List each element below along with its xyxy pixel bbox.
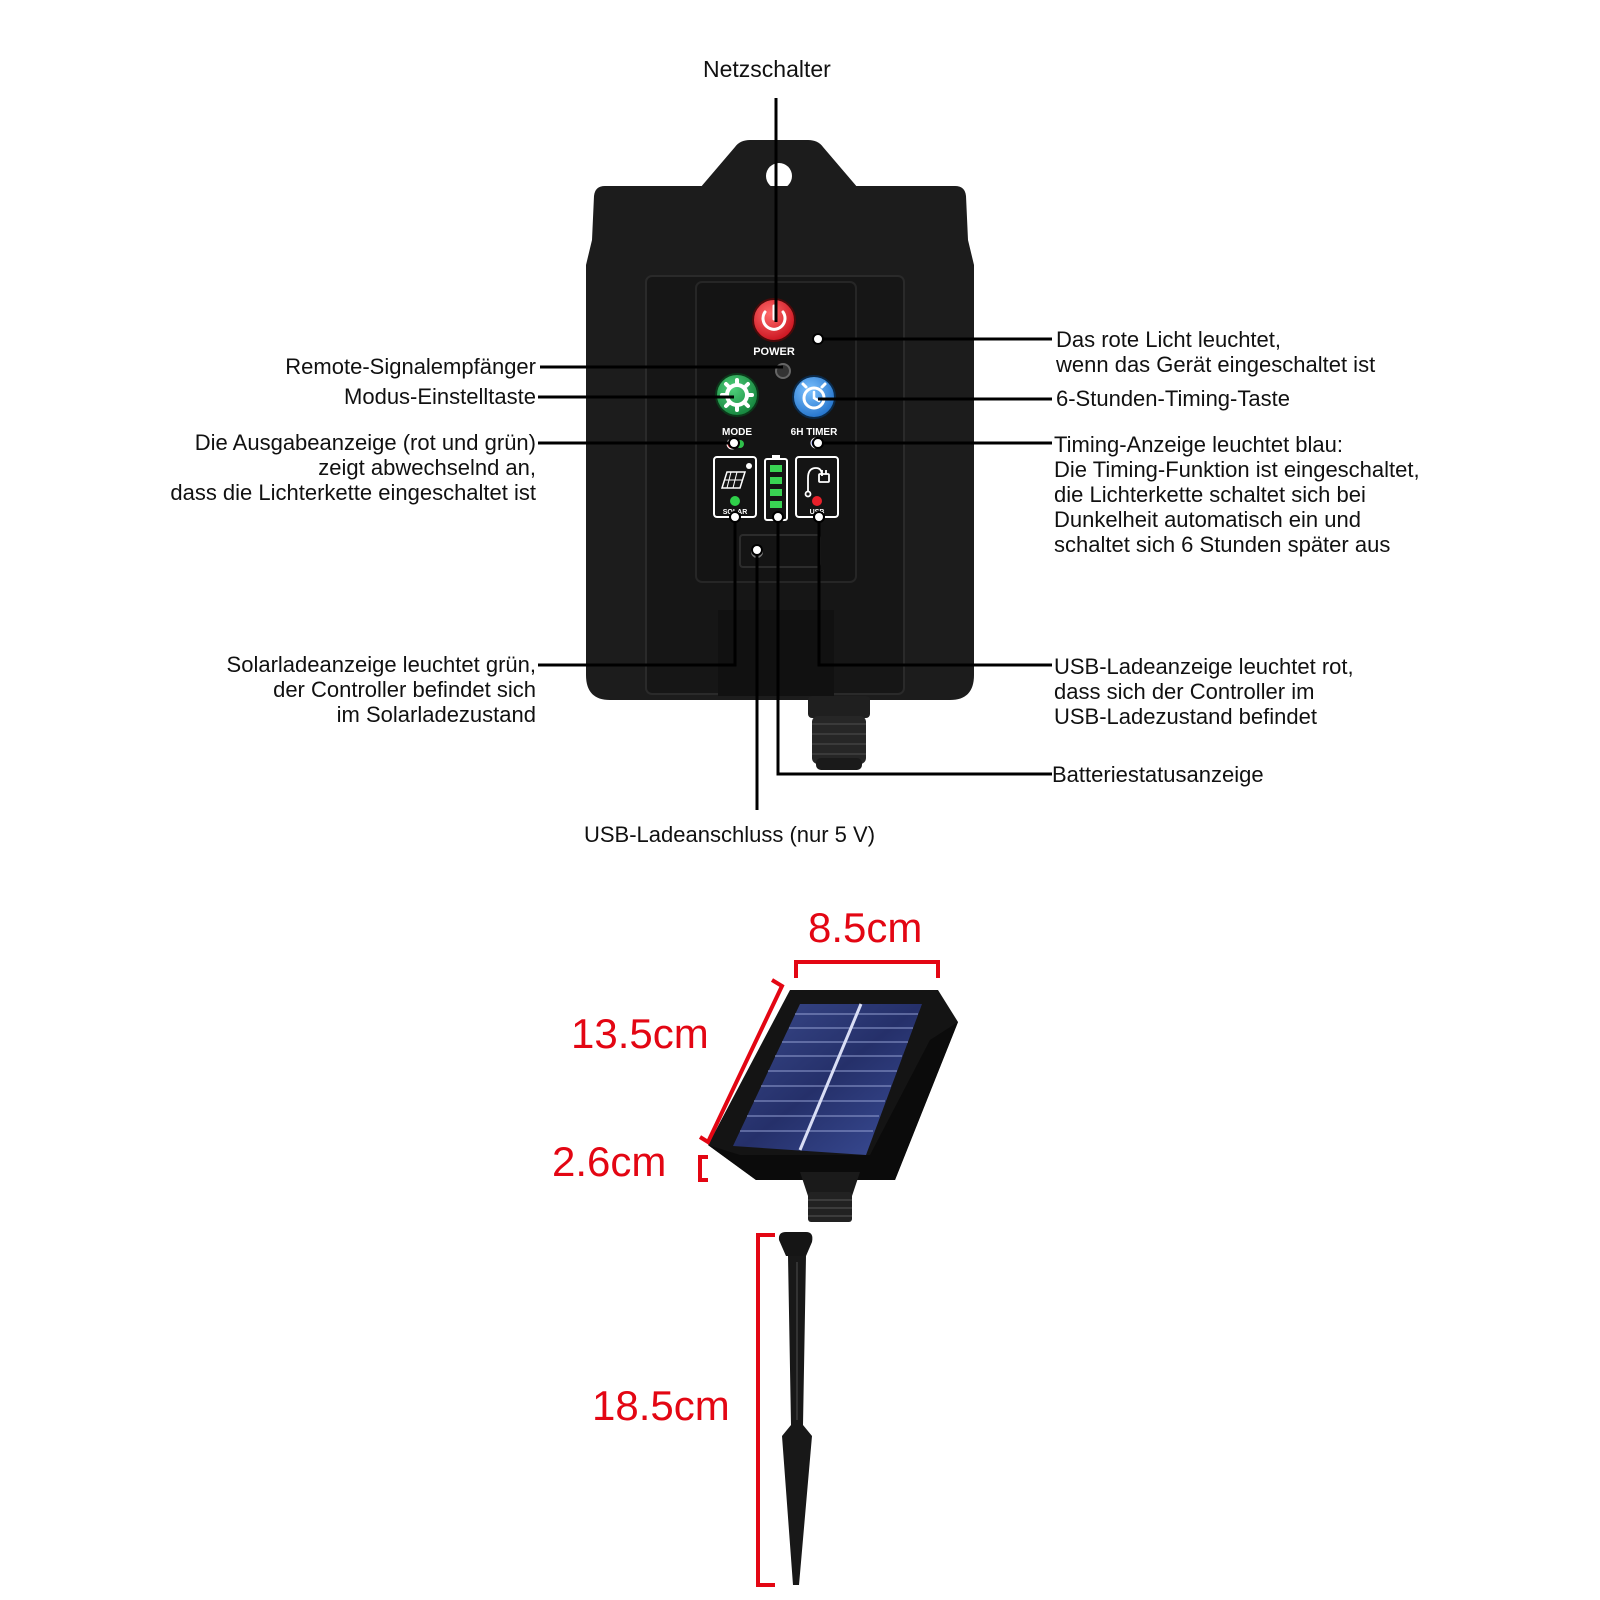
power-icon [761,310,787,331]
label-timing-line: Timing-Anzeige leuchtet blau: [1054,432,1344,457]
label-mode-button: Modus-Einstelltaste [344,384,536,409]
stake-bracket [756,1233,775,1587]
dim-stake: 18.5cm [592,1382,730,1429]
depth-bracket [698,1155,708,1182]
plug-icon [804,467,830,498]
label-usb-indicator: USB-Ladeanzeige leuchtet rot, dass sich … [1054,654,1354,729]
timer-label: 6H TIMER [791,427,838,438]
label-output-line: dass die Lichterkette eingeschaltet ist [170,480,536,505]
label-usb-line: USB-Ladeanzeige leuchtet rot, [1054,654,1354,679]
label-timing-line: schaltet sich 6 Stunden später aus [1054,532,1391,557]
label-timing-line: Die Timing-Funktion ist eingeschaltet, [1054,457,1420,482]
ground-stake [778,1232,813,1585]
label-timing-line: Dunkelheit automatisch ein und [1054,507,1361,532]
label-netzschalter: Netzschalter [703,56,831,82]
dim-width: 8.5cm [808,904,923,951]
label-solar-line: Solarladeanzeige leuchtet grün, [226,652,536,677]
dim-depth: 2.6cm [552,1138,667,1185]
power-button [752,298,796,342]
label-solar-line: im Solarladezustand [336,702,536,727]
width-bracket [794,960,940,978]
label-usb-port: USB-Ladeanschluss (nur 5 V) [584,822,876,847]
label-remote-receiver: Remote-Signalempfänger [285,354,536,379]
mode-label: MODE [722,427,752,438]
solar-panel-icon [720,463,752,489]
label-timing-line: die Lichterkette schaltet sich bei [1054,482,1366,507]
label-usb-line: dass sich der Controller im [1054,679,1315,704]
dimension-lines [698,960,940,1587]
label-output-indicator: Die Ausgabeanzeige (rot und grün) zeigt … [170,430,536,505]
gear-icon [720,378,754,412]
controller-housing [586,140,974,770]
label-usb-line: USB-Ladezustand befindet [1054,704,1317,729]
callout-lines [538,98,1052,810]
label-solar-indicator: Solarladeanzeige leuchtet grün, der Cont… [227,652,536,727]
label-output-line: Die Ausgabeanzeige (rot und grün) [194,430,536,455]
label-red-light-line: wenn das Gerät eingeschaltet ist [1056,352,1376,377]
label-battery: Batteriestatusanzeige [1052,762,1264,787]
solar-led [730,496,740,506]
callout-dots [728,333,825,556]
dim-length: 13.5cm [571,1010,709,1057]
label-red-light-line: Das rote Licht leuchtet, [1056,327,1282,352]
label-timer-button: 6-Stunden-Timing-Taste [1056,386,1290,411]
label-red-light: Das rote Licht leuchtet, wenn das Gerät … [1056,327,1496,377]
label-solar-line: der Controller befindet sich [273,677,536,702]
length-bracket [698,978,785,1145]
mode-button [715,373,759,417]
usb-led [812,496,822,506]
solar-panel [708,990,958,1222]
timer-button [792,375,836,419]
power-label: POWER [753,346,795,358]
label-output-line: zeigt abwechselnd an, [318,455,536,480]
label-timing-indicator: Timing-Anzeige leuchtet blau: Die Timing… [1054,432,1420,557]
